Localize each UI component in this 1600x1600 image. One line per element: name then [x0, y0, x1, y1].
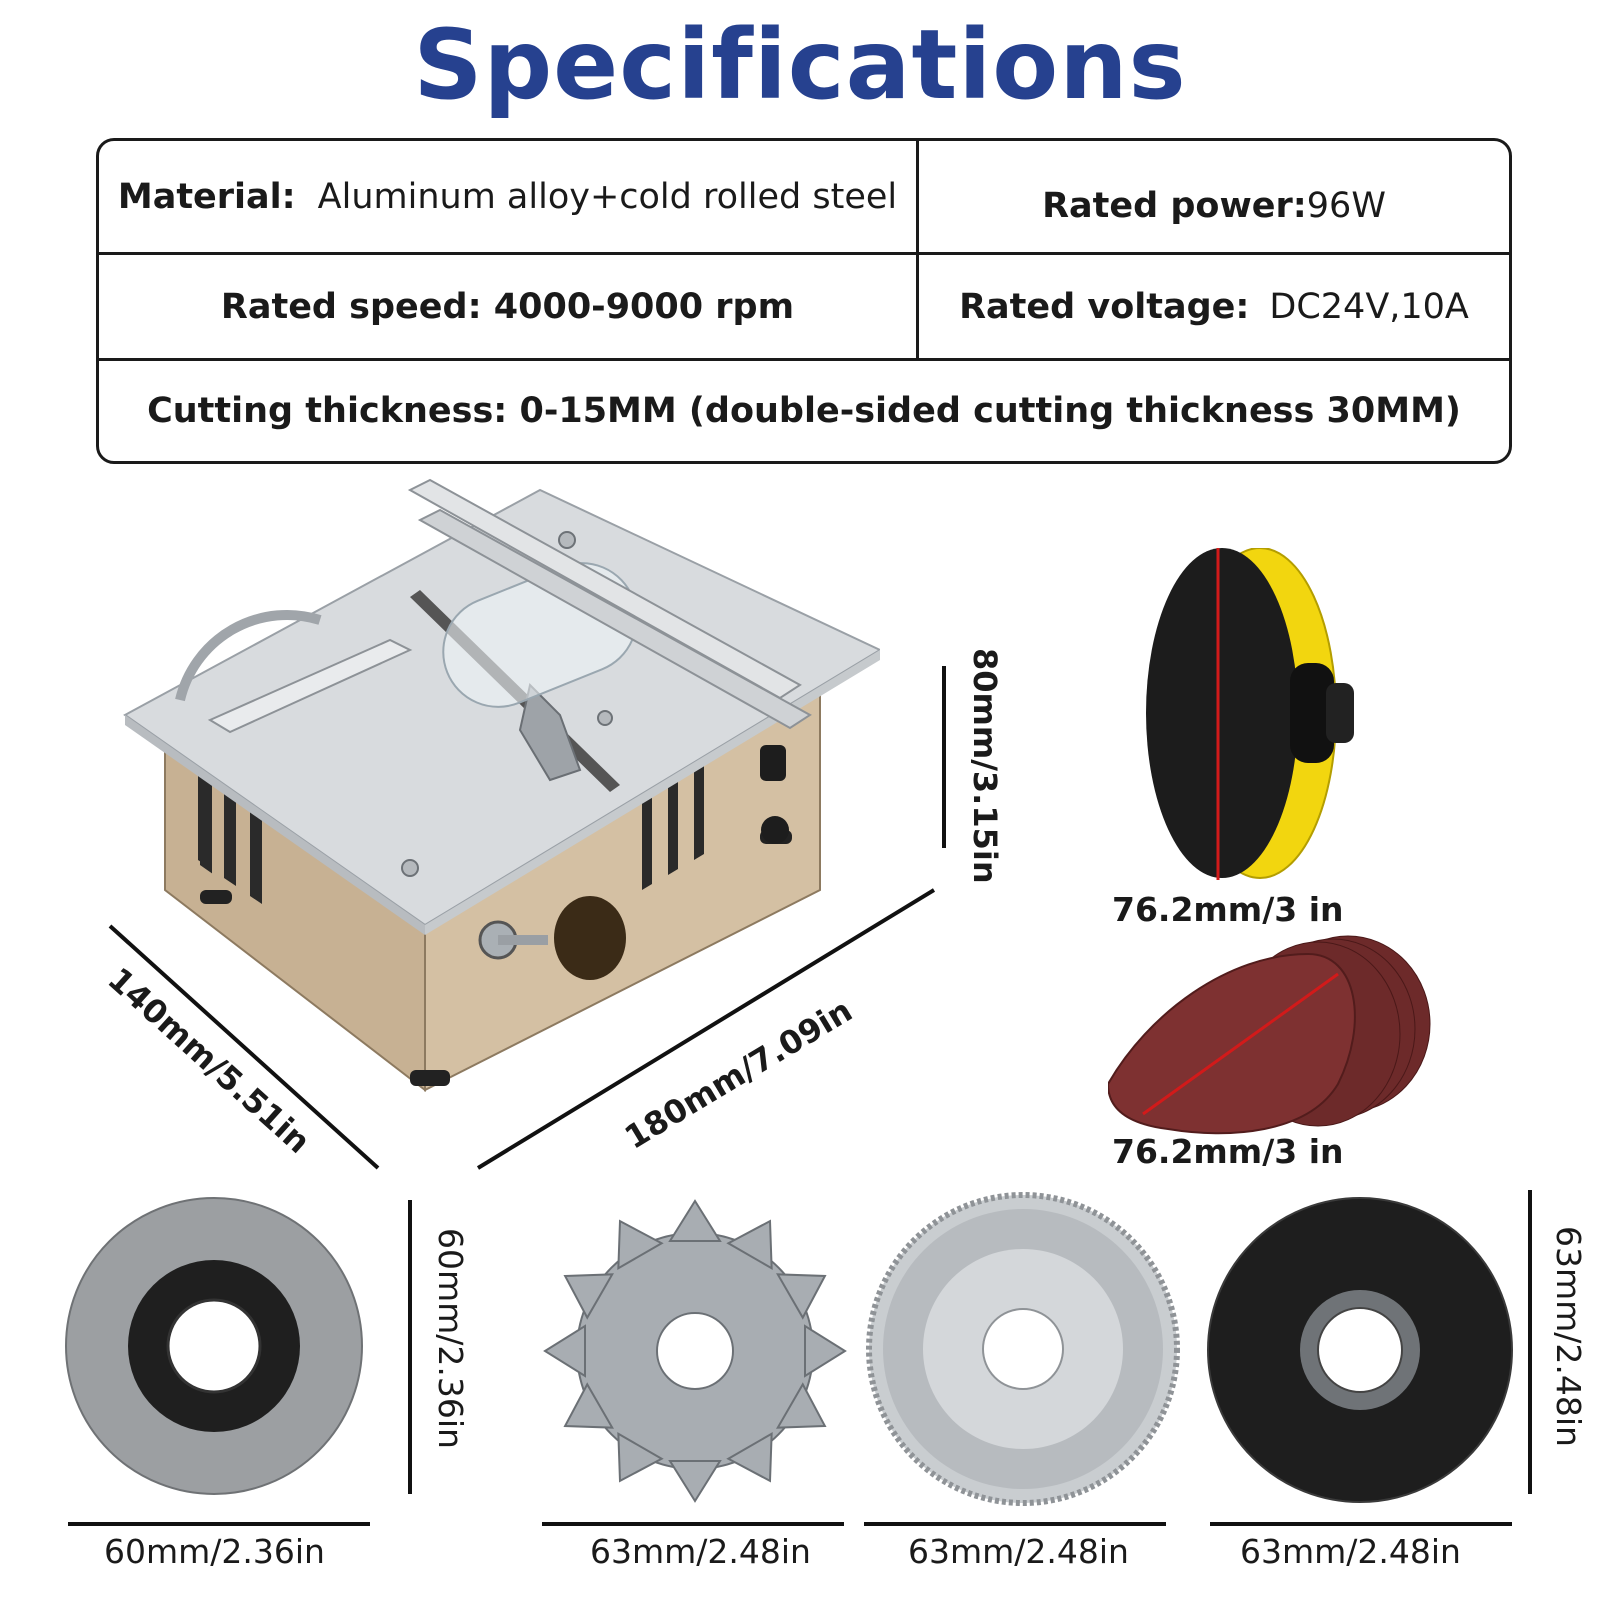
table-saw-image [123, 478, 880, 1093]
hss-blade-width: 63mm/2.48in [908, 1532, 1129, 1571]
carbide-blade-width: 63mm/2.48in [590, 1532, 811, 1571]
power-label: Rated power: [1042, 185, 1307, 226]
resin-disc-width: 63mm/2.48in [1240, 1532, 1461, 1571]
diamond-disc-image [65, 1197, 363, 1495]
sandpaper-dimension: 76.2mm/3 in [1112, 1132, 1344, 1171]
spec-row-3: Cutting thickness: 0-15MM (double-sided … [99, 361, 1509, 461]
hss-blade-image [866, 1192, 1180, 1506]
material-cell: Material: Aluminum alloy+cold rolled ste… [99, 141, 919, 252]
speed-cell: Rated speed: 4000-9000 rpm [99, 255, 919, 358]
sanding-pad-image [1146, 548, 1354, 880]
voltage-value: DC24V,10A [1269, 286, 1469, 327]
resin-disc-image [1207, 1197, 1513, 1503]
voltage-label: Rated voltage: [959, 286, 1250, 327]
power-value: 96W [1306, 185, 1386, 226]
thickness-cell: Cutting thickness: 0-15MM (double-sided … [147, 391, 1461, 431]
spec-row-2: Rated speed: 4000-9000 rpm Rated voltage… [99, 255, 1509, 361]
diamond-disc-height: 60mm/2.36in [431, 1228, 470, 1449]
diamond-disc-width: 60mm/2.36in [104, 1532, 325, 1571]
carbide-blade-image [543, 1199, 847, 1503]
pad-dimension: 76.2mm/3 in [1112, 890, 1344, 929]
material-value: Aluminum alloy+cold rolled steel [317, 176, 898, 217]
voltage-cell: Rated voltage: DC24V,10A [919, 255, 1509, 358]
spec-row-1: Material: Aluminum alloy+cold rolled ste… [99, 141, 1509, 255]
resin-disc-height: 63mm/2.48in [1549, 1226, 1588, 1447]
spec-table: Material: Aluminum alloy+cold rolled ste… [96, 138, 1512, 464]
material-label: Material: [117, 176, 296, 217]
power-cell: Rated power: 96W [919, 141, 1509, 252]
sandpaper-image [1108, 935, 1431, 1135]
page-title: Specifications [413, 9, 1187, 121]
saw-height-dimension: 80mm/3.15in [966, 648, 1004, 884]
